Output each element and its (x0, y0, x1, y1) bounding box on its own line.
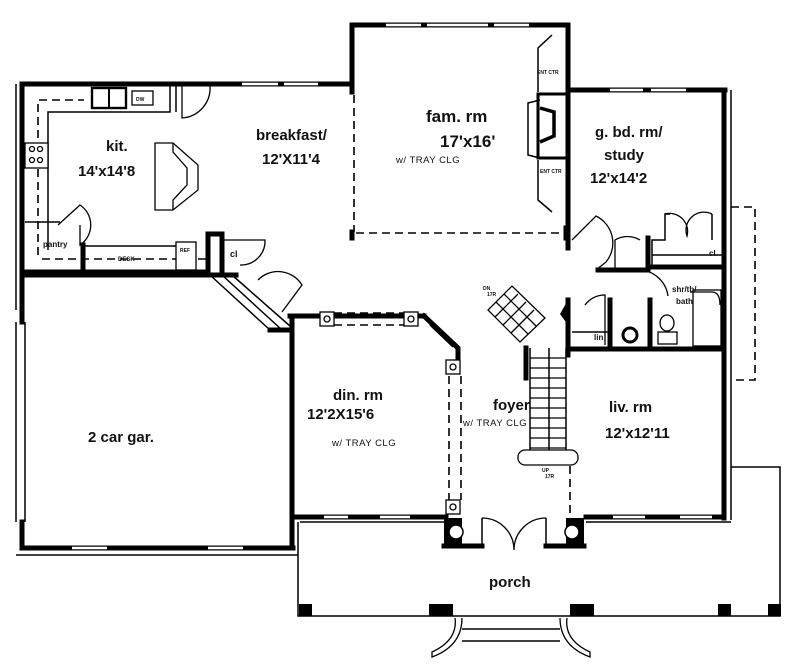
closet-label-bedroom: cl (709, 249, 716, 258)
front-double-door[interactable] (481, 517, 547, 551)
room-labels: kit. 14'x14'8 breakfast/ 12'X11'4 fam. r… (78, 107, 670, 591)
column-icon (445, 359, 461, 375)
front-entry (441, 517, 587, 551)
kitchen-name: kit. (106, 138, 128, 155)
foyer-name: foyer (493, 397, 530, 414)
guest-bedroom-name-2: study (604, 147, 645, 164)
closet-label: cl (230, 249, 238, 259)
kitchen: DW pantry DESK REF cl (24, 85, 303, 313)
column-icon (445, 499, 461, 515)
column-icon (319, 311, 335, 327)
tub-icon (692, 289, 722, 347)
breakfast-size: 12'X11'4 (262, 151, 321, 168)
stairs-down-count: 17R (487, 292, 497, 298)
toilet-icon (621, 326, 639, 344)
garage-entry-door[interactable] (257, 270, 303, 313)
garage-name: 2 car gar. (88, 429, 154, 446)
dishwasher-label: DW (136, 97, 145, 103)
living-room-name: liv. rm (609, 399, 652, 416)
cooktop-icon (24, 142, 49, 169)
dining-room-name: din. rm (333, 387, 383, 404)
closet-bifold-doors[interactable] (664, 211, 713, 239)
kitchen-size: 14'x14'8 (78, 163, 135, 180)
stairs-down-label: DN (483, 286, 491, 292)
linen-label: lin (594, 333, 603, 342)
guest-bedroom-name: g. bd. rm/ (595, 124, 663, 141)
guest-suite: cl lin shr/tb/ bath (565, 211, 727, 352)
family-room-note: w/ TRAY CLG (395, 155, 460, 166)
breakfast-name: breakfast/ (256, 127, 328, 144)
refrigerator-icon (175, 241, 197, 271)
bedroom-door[interactable] (571, 215, 614, 271)
dining-room-note: w/ TRAY CLG (331, 438, 396, 449)
bath-door[interactable] (639, 269, 669, 297)
ent-ctr-label-bottom: ENT CTR (540, 169, 562, 175)
porch (297, 466, 781, 658)
bath-label-2: bath (676, 297, 693, 306)
stairs-up-count: 17R (545, 474, 555, 480)
guest-bedroom-size: 12'x14'2 (590, 170, 647, 187)
refrigerator-label: REF (180, 248, 190, 254)
pantry-label: pantry (43, 240, 68, 249)
family-room-fixtures: ENT CTR ENT CTR (527, 34, 570, 213)
desk-label: DESK (118, 257, 135, 263)
dishwasher-icon (131, 90, 154, 106)
fireplace-icon (527, 92, 570, 160)
family-room-name: fam. rm (426, 107, 487, 126)
foyer-note: w/ TRAY CLG (462, 418, 527, 429)
family-room-size: 17'x16' (440, 132, 495, 151)
sink-icon-bath (659, 314, 675, 332)
breakfast-door[interactable] (181, 85, 211, 119)
living-room-size: 12'x12'11 (605, 425, 670, 442)
staircase[interactable]: DN 17R UP 17R (483, 285, 579, 515)
pantry-door[interactable] (57, 204, 92, 247)
stair-treads (530, 357, 566, 449)
closet-door[interactable] (222, 239, 266, 266)
dining-room-size: 12'2X15'6 (307, 406, 374, 423)
porch-name: porch (489, 574, 531, 591)
bath-label-1: shr/tb/ (672, 285, 697, 294)
kitchen-island (154, 142, 199, 211)
column-icon (403, 311, 419, 327)
exterior-walls (15, 22, 756, 556)
ent-ctr-label-top: ENT CTR (537, 70, 559, 76)
dining-room-walls (287, 311, 462, 515)
stairs-up-label: UP (542, 468, 550, 474)
